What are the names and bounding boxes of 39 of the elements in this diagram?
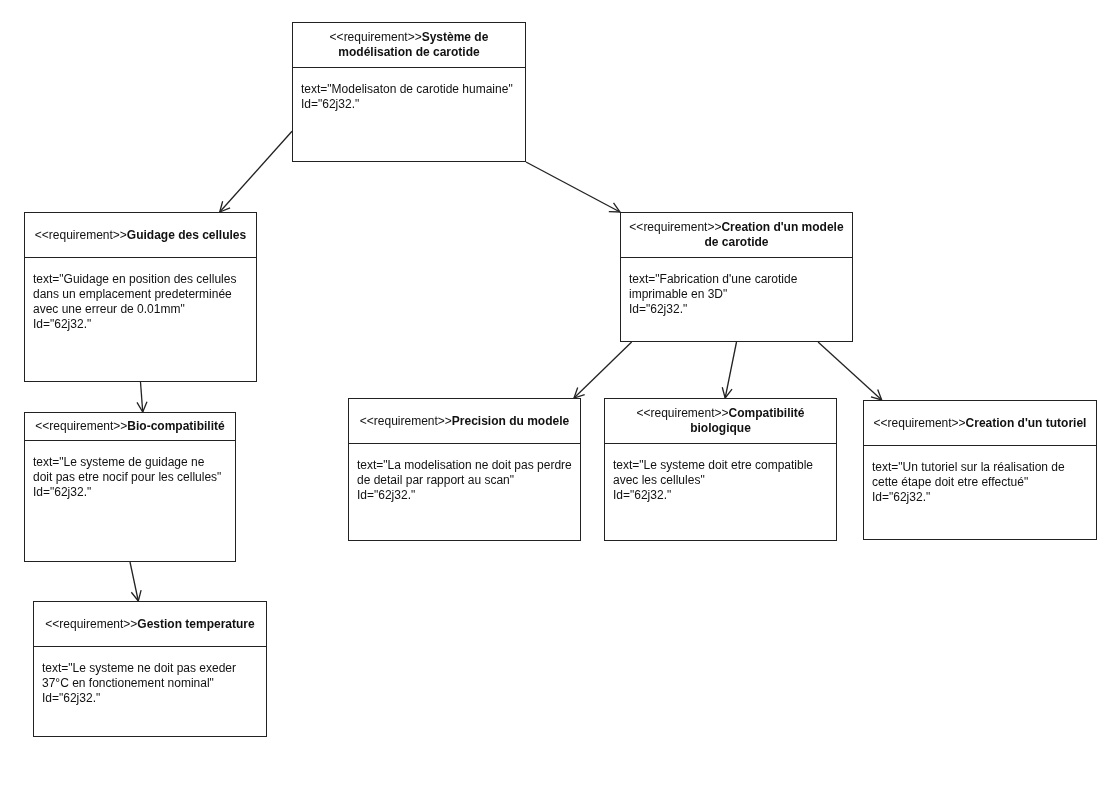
requirement-box <box>24 212 257 382</box>
requirement-box <box>24 412 236 562</box>
arrow <box>525 161 621 213</box>
requirement-text: text="Fabrication d'une carotide imprimable en 3D" <box>629 272 799 302</box>
requirement-title: <<requirement>>Compatibilité biologique <box>635 406 806 436</box>
arrow <box>721 341 738 399</box>
requirement-id: Id="62j32." <box>301 97 361 112</box>
requirement-text: text="Un tutoriel sur la réalisation de cette étape doit etre effectué" <box>872 460 1066 490</box>
requirement-id: Id="62j32." <box>33 317 93 332</box>
requirement-box <box>620 212 853 342</box>
requirement-text: text="La modelisation ne doit pas perdre de detail par rapport au scan" <box>357 458 572 488</box>
arrow <box>573 341 633 399</box>
requirement-id: Id="62j32." <box>42 691 102 706</box>
requirement-title: <<requirement>>Precision du modele <box>359 413 570 429</box>
requirement-title: <<requirement>>Gestion temperature <box>45 616 255 632</box>
requirement-text: text="Le systeme de guidage ne doit pas etre nocif pour les cellules" <box>33 455 223 485</box>
requirement-text: text="Guidage en position des cellules dans un emplacement predeterminée avec une erreur de 0.01mm" <box>33 272 238 317</box>
requirement-id: Id="62j32." <box>357 488 417 503</box>
requirement-box <box>604 398 837 541</box>
requirement-title: <<requirement>>Bio-compatibilité <box>35 419 225 434</box>
arrow <box>219 130 293 213</box>
arrow <box>129 561 142 602</box>
requirement-box <box>863 400 1097 540</box>
requirement-box <box>33 601 267 737</box>
requirement-title: <<requirement>>Guidage des cellules <box>34 227 247 243</box>
requirement-text: text="Modelisaton de carotide humaine" <box>301 82 514 97</box>
arrow <box>817 341 883 401</box>
requirement-title: <<requirement>>Système de modélisation de carotide <box>328 30 490 60</box>
requirement-title: <<requirement>>Creation d'un modele de carotide <box>628 220 845 250</box>
requirement-text: text="Le systeme doit etre compatible avec les cellules" <box>613 458 815 488</box>
requirement-box <box>348 398 581 541</box>
requirement-id: Id="62j32." <box>613 488 673 503</box>
requirement-id: Id="62j32." <box>33 485 93 500</box>
requirement-box <box>292 22 526 162</box>
requirement-title: <<requirement>>Creation d'un tutoriel <box>873 415 1087 431</box>
requirement-id: Id="62j32." <box>629 302 689 317</box>
arrow <box>136 381 148 413</box>
requirement-id: Id="62j32." <box>872 490 932 505</box>
requirement-text: text="Le systeme ne doit pas exeder 37°C en fonctionement nominal" <box>42 661 238 691</box>
